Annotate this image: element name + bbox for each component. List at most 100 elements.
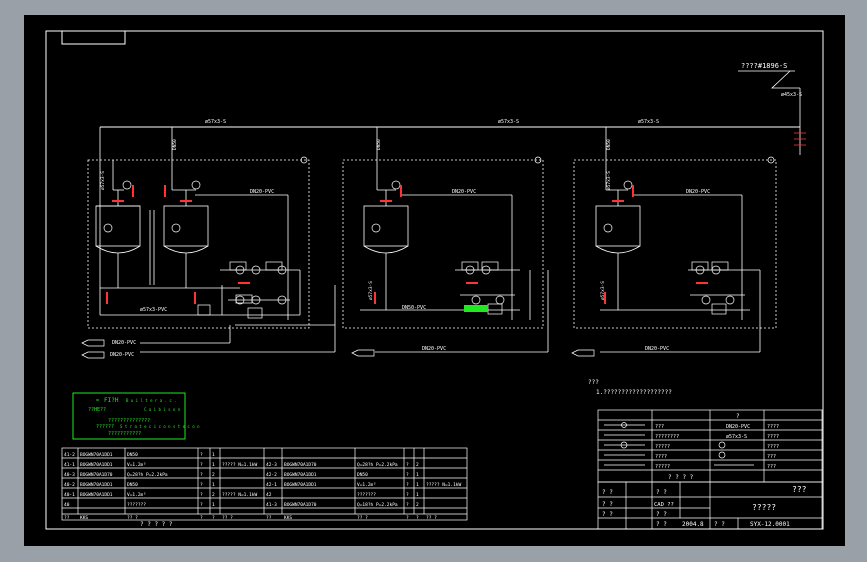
tb-title: ????? — [752, 503, 776, 512]
svg-text:ø57x3-S: ø57x3-S — [606, 171, 612, 190]
unit-3 — [573, 127, 777, 353]
parts-cell: 40-2 — [64, 482, 75, 488]
parts-cell: ????? N=1.1kW — [222, 492, 258, 498]
parts-cell: BOGWN70A1DD1 — [284, 472, 317, 478]
parts-cell: 42-2 — [266, 472, 277, 478]
parts-cell: BOGWN70A1DD1 — [80, 492, 113, 498]
tb-sig-1: ? ? — [656, 489, 667, 496]
svg-text:DN50: DN50 — [606, 139, 612, 150]
parts-cell: 42 — [266, 492, 272, 498]
legend-cell: ??? — [767, 464, 776, 470]
tb-date-label: ? ? — [656, 521, 667, 528]
highlight-valve — [464, 305, 488, 312]
parts-cell: ?? — [266, 515, 272, 521]
parts-cell: 1 — [212, 482, 215, 488]
unit1-pipe-dn: DN20-PVC — [250, 189, 274, 195]
parts-cell: ?? — [64, 515, 70, 521]
legend-table — [597, 409, 823, 483]
parts-cell: ?? ? — [426, 515, 437, 521]
parts-cell: 2 — [212, 472, 215, 478]
tb-label-check: ? ? — [602, 501, 613, 508]
unit3-pipe-dn: DN20-PVC — [686, 189, 710, 195]
parts-cell: KKS — [80, 515, 88, 521]
parts-cell: ? — [406, 462, 409, 468]
legend-cell: ???? — [655, 454, 667, 460]
parts-cell: ? — [200, 492, 203, 498]
parts-cell: V=1.2m³ — [357, 482, 376, 488]
parts-cell: ????? N=1.1kW — [426, 482, 462, 488]
unit2-pipe-dn: DN20-PVC — [452, 189, 476, 195]
legend-header: ? — [736, 413, 740, 420]
svg-text:FI?H: FI?H — [104, 397, 119, 404]
svg-text:=: = — [96, 398, 99, 404]
svg-text:C a i b i s o n: C a i b i s o n — [144, 407, 181, 412]
parts-cell: BOGWN70A1DD1 — [80, 482, 113, 488]
parts-cell: ??????? — [357, 492, 376, 498]
parts-cell: KKS — [284, 515, 292, 521]
green-info-box: = FI?H B u i l t e r a . c . ??HE?? C a … — [72, 392, 200, 440]
parts-cell: BOGWN70A1DD1 — [80, 452, 113, 458]
parts-cell: 1 — [212, 452, 215, 458]
vertical-tags: ø57x3-S DN50 DN50 DN50 ø57x3-S ø57x3-S ø… — [100, 139, 612, 300]
parts-cell: 1 — [416, 492, 419, 498]
tb-company: ??? — [792, 485, 807, 494]
unit1-left-pipe-b: DN20-PVC — [110, 352, 134, 358]
legend-cell: ???????? — [655, 434, 679, 440]
tb-drawing-no: SYX-12.0001 — [750, 521, 790, 528]
unit-2-symbols — [371, 156, 542, 315]
parts-cell: 41-1 — [64, 462, 75, 468]
parts-cell: 1 — [212, 502, 215, 508]
parts-cell: DN50 — [127, 482, 138, 488]
parts-cell: DN50 — [127, 452, 138, 458]
parts-cell: ? — [406, 502, 409, 508]
parts-table — [61, 447, 468, 521]
legend-cell: ????? — [655, 444, 670, 450]
parts-cell: ? — [200, 515, 203, 521]
main-pipe-label-1: ø57x3-S — [205, 119, 226, 125]
parts-cell: ? — [200, 452, 203, 458]
svg-text:S t r a t e c i c o n s t e c: S t r a t e c i c o n s t e c o n — [120, 424, 200, 429]
parts-cell: ? — [212, 515, 215, 521]
tb-label-approve: ? ? — [602, 511, 613, 518]
drawing-sheet — [24, 15, 845, 546]
unit2-pipe-lower: DN50-PVC — [402, 305, 426, 311]
parts-cell: 40-1 — [64, 492, 75, 498]
tb-drawing-no-label: ? ? — [714, 521, 725, 528]
legend-cell: ???? — [767, 444, 779, 450]
notes-line-1: 1.??????????????????? — [596, 389, 672, 396]
parts-cell: 1 — [416, 472, 419, 478]
parts-cell: ? — [406, 515, 409, 521]
parts-cell: ? — [200, 472, 203, 478]
svg-text:DN50: DN50 — [376, 139, 382, 150]
unit2-pipe-bottom: DN20-PVC — [422, 346, 446, 352]
parts-cell: ? — [406, 482, 409, 488]
main-pipe-label-2: ø57x3-S — [498, 119, 519, 125]
parts-cell: Q=28?h P=2.2kPa — [357, 462, 398, 468]
parts-cell: ?? ? — [222, 515, 233, 521]
tb-date-value: 2004.8 — [682, 521, 704, 528]
svg-text:??HE??: ??HE?? — [88, 407, 106, 413]
legend-footer: ? ? ? ? — [668, 474, 694, 481]
parts-cell: BOGWN70A1DD1 — [80, 462, 113, 468]
legend-cell: ???? — [767, 424, 779, 430]
svg-text:B u i l t e r a . c .: B u i l t e r a . c . — [126, 398, 177, 403]
parts-cell: 2 — [212, 492, 215, 498]
main-pipe-label-3: ø57x3-S — [638, 119, 659, 125]
legend-cell: ??? — [767, 454, 776, 460]
parts-cell: 2 — [416, 462, 419, 468]
svg-text:ø57x3-S: ø57x3-S — [368, 281, 374, 300]
riser-label: ø45x3-S — [781, 92, 802, 98]
parts-cell: DN50 — [357, 472, 368, 478]
parts-cell: ?? ? — [357, 515, 368, 521]
parts-cell: BOGWN70A1D70 — [80, 472, 113, 478]
parts-cell: ? — [406, 492, 409, 498]
parts-cell: V=1.2m³ — [127, 492, 146, 498]
parts-cell: 40 — [64, 502, 70, 508]
svg-text:DN50: DN50 — [172, 139, 178, 150]
parts-cell: ? — [416, 515, 419, 521]
parts-cell: 1 — [212, 462, 215, 468]
outer-frame — [45, 30, 824, 530]
svg-text:ø57x3-S: ø57x3-S — [100, 171, 106, 190]
